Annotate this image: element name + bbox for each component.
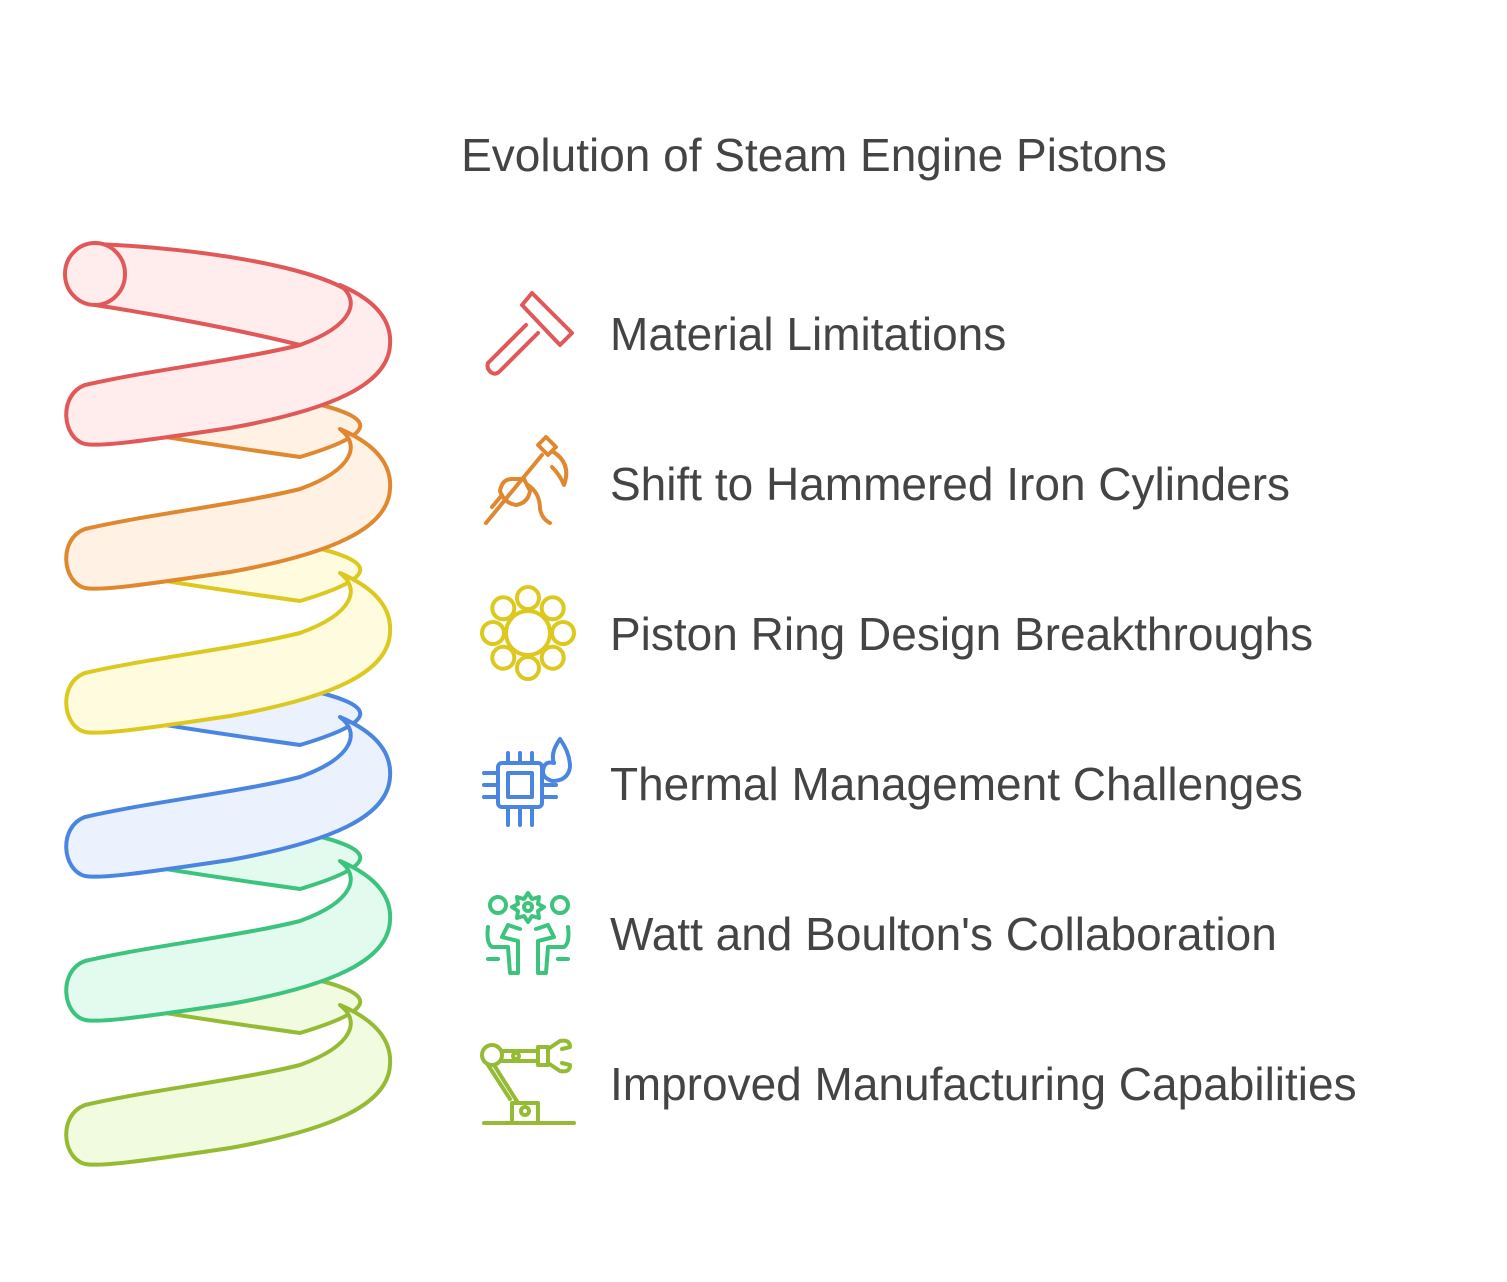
chip-flame-icon bbox=[482, 737, 572, 827]
item-manufacturing: Improved Manufacturing Capabilities bbox=[480, 1035, 1480, 1135]
item-label: Thermal Management Challenges bbox=[610, 758, 1303, 810]
item-material-limitations: Material Limitations bbox=[480, 285, 1480, 385]
item-watt-boulton: Watt and Boulton's Collaboration bbox=[480, 885, 1480, 985]
item-label: Piston Ring Design Breakthroughs bbox=[610, 608, 1314, 660]
coil-front-bands bbox=[64, 283, 393, 1167]
ring-icon bbox=[480, 585, 576, 681]
robot-arm-icon bbox=[480, 1038, 576, 1125]
spring-coil bbox=[63, 241, 393, 1167]
item-label: Watt and Boulton's Collaboration bbox=[610, 908, 1277, 960]
item-label: Material Limitations bbox=[610, 308, 1007, 360]
item-thermal-management: Thermal Management Challenges bbox=[480, 735, 1480, 835]
hand-hammer-icon bbox=[484, 435, 569, 525]
item-label: Improved Manufacturing Capabilities bbox=[610, 1058, 1357, 1110]
item-hammered-iron: Shift to Hammered Iron Cylinders bbox=[480, 435, 1480, 535]
item-label: Shift to Hammered Iron Cylinders bbox=[610, 458, 1291, 510]
collaboration-icon bbox=[485, 891, 571, 975]
item-piston-ring: Piston Ring Design Breakthroughs bbox=[480, 585, 1480, 685]
hammer-icon bbox=[485, 291, 574, 376]
diagram-title: Evolution of Steam Engine Pistons bbox=[461, 129, 1167, 181]
coil-top-segment bbox=[63, 241, 365, 347]
